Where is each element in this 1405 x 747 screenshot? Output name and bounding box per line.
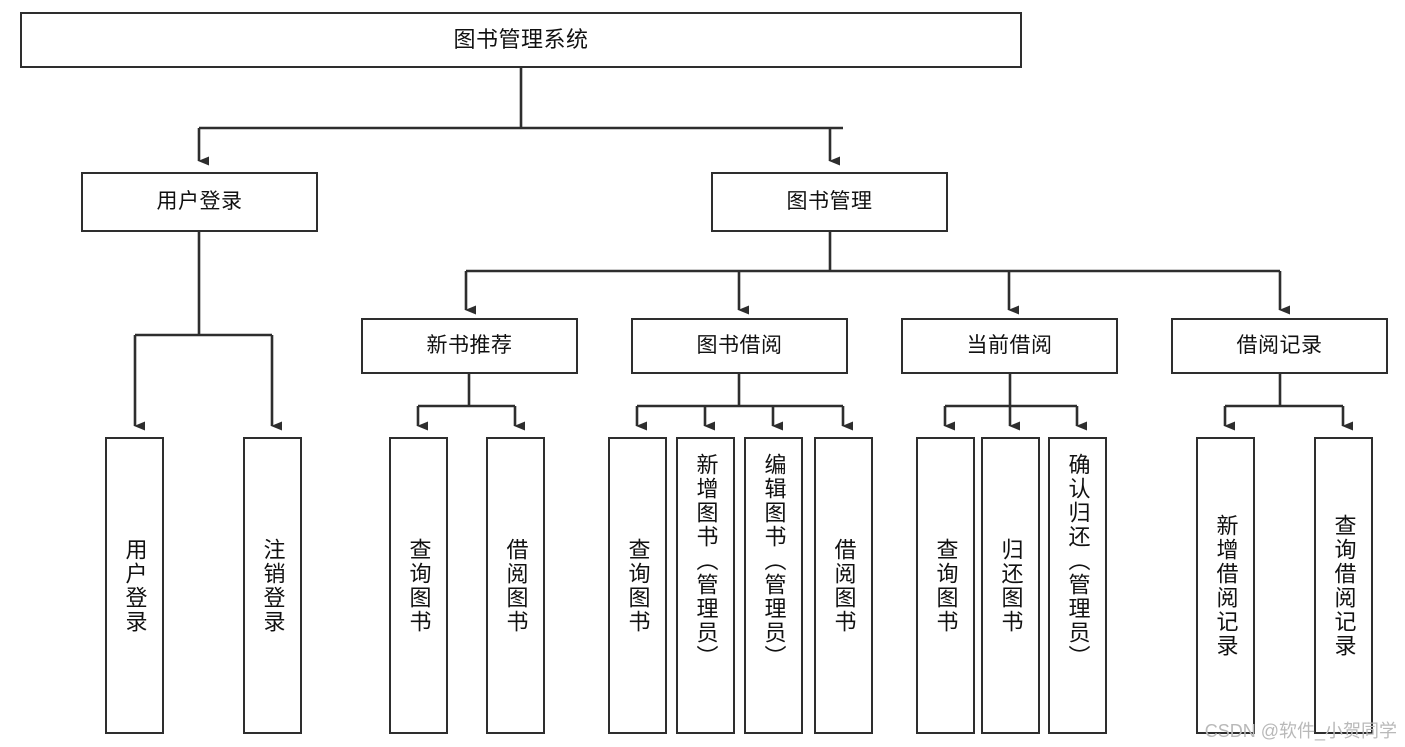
node-label: 查询图书 xyxy=(406,537,432,634)
leaf-current-borrow-query[interactable]: 查询图书 xyxy=(916,437,975,734)
node-label: 查询图书 xyxy=(933,537,959,634)
node-label: 用户登录 xyxy=(122,537,148,634)
node-label: 借阅图书 xyxy=(503,537,529,634)
leaf-user-login-signout[interactable]: 注销登录 xyxy=(243,437,302,734)
leaf-borrow-record-query[interactable]: 查询借阅记录 xyxy=(1314,437,1373,734)
leaf-book-borrow-add[interactable]: 新增图书（管理员） xyxy=(676,437,735,734)
node-borrow-record[interactable]: 借阅记录 xyxy=(1171,318,1388,374)
leaf-current-borrow-return[interactable]: 归还图书 xyxy=(981,437,1040,734)
node-label: 图书借阅 xyxy=(696,333,783,357)
leaf-new-book-query[interactable]: 查询图书 xyxy=(389,437,448,734)
node-label: 确认归还（管理员） xyxy=(1065,453,1091,669)
node-label: 新增借阅记录 xyxy=(1213,513,1239,658)
node-user-login[interactable]: 用户登录 xyxy=(81,172,318,232)
node-label: 查询借阅记录 xyxy=(1331,513,1357,658)
node-label: 注销登录 xyxy=(260,537,286,634)
node-new-book-recommend[interactable]: 新书推荐 xyxy=(361,318,578,374)
node-book-management[interactable]: 图书管理 xyxy=(711,172,948,232)
leaf-new-book-borrow[interactable]: 借阅图书 xyxy=(486,437,545,734)
node-label: 查询图书 xyxy=(625,537,651,634)
node-root-system[interactable]: 图书管理系统 xyxy=(20,12,1022,68)
watermark-text: CSDN @软件_小贺同学 xyxy=(1204,721,1397,741)
node-book-borrow[interactable]: 图书借阅 xyxy=(631,318,848,374)
leaf-book-borrow-edit[interactable]: 编辑图书（管理员） xyxy=(744,437,803,734)
node-label: 归还图书 xyxy=(998,537,1024,634)
node-label: 借阅图书 xyxy=(831,537,857,634)
node-label: 图书管理 xyxy=(786,189,873,213)
leaf-borrow-record-add[interactable]: 新增借阅记录 xyxy=(1196,437,1255,734)
node-label: 当前借阅 xyxy=(966,333,1053,357)
node-label: 用户登录 xyxy=(156,189,243,213)
leaf-book-borrow-borrow[interactable]: 借阅图书 xyxy=(814,437,873,734)
node-label: 编辑图书（管理员） xyxy=(761,453,787,669)
node-label: 新增图书（管理员） xyxy=(693,453,719,669)
leaf-user-login-signin[interactable]: 用户登录 xyxy=(105,437,164,734)
node-label: 图书管理系统 xyxy=(453,27,589,53)
node-current-borrow[interactable]: 当前借阅 xyxy=(901,318,1118,374)
leaf-book-borrow-query[interactable]: 查询图书 xyxy=(608,437,667,734)
node-label: 借阅记录 xyxy=(1236,333,1323,357)
node-label: 新书推荐 xyxy=(426,333,513,357)
leaf-current-borrow-confirm-return[interactable]: 确认归还（管理员） xyxy=(1048,437,1107,734)
